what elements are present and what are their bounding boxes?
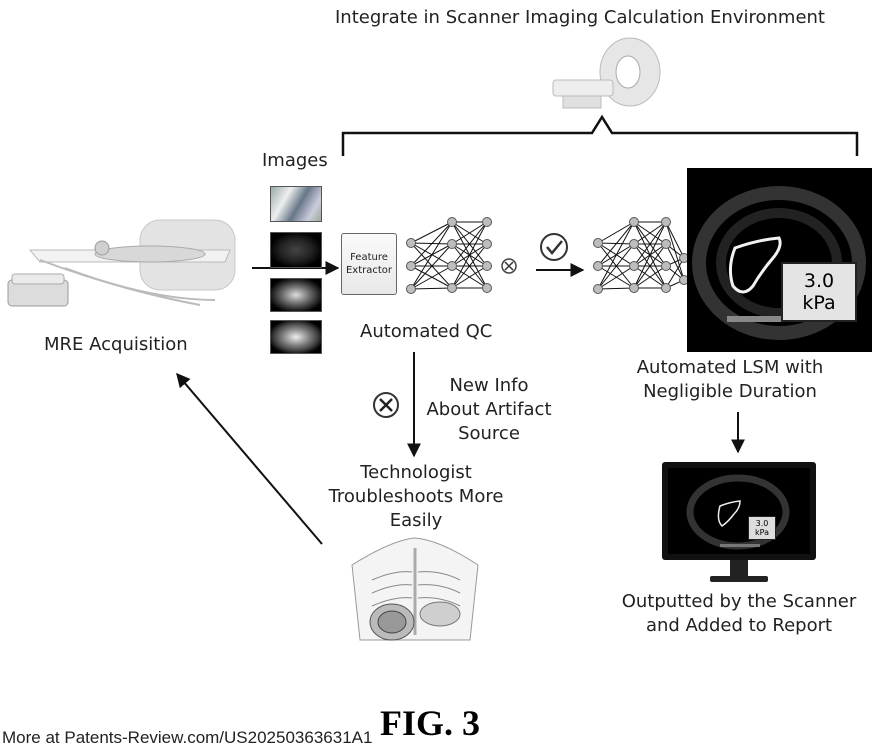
report-monitor: 3.0 kPa — [662, 462, 816, 560]
lsm-network-node — [629, 217, 639, 227]
lsm-network-edge — [665, 257, 685, 289]
qc-network-edge — [451, 265, 488, 289]
lsm-network-edge — [633, 265, 667, 289]
stiffness-unit: kPa — [802, 292, 836, 314]
check-icon — [540, 233, 568, 261]
qc-network-node — [447, 261, 457, 271]
feature-extractor-line2: Extractor — [345, 265, 393, 276]
monitor-stiffness-box: 3.0 kPa — [748, 516, 776, 540]
automated-lsm-label: Automated LSM with Negligible Duration — [612, 356, 848, 404]
qc-network-node — [447, 239, 457, 249]
lsm-network-edge — [597, 221, 635, 290]
monitor-stiffness-value: 3.0 — [755, 519, 769, 528]
qc-network-edge — [410, 221, 453, 267]
lsm-network-node — [629, 283, 639, 293]
lsm-network-edge — [597, 221, 635, 244]
scanner-bracket — [341, 114, 859, 156]
qc-network-node — [406, 261, 416, 271]
new-info-line3: Source — [458, 423, 520, 444]
new-info-line2: About Artifact — [426, 399, 552, 420]
qc-reject-node-icon — [501, 258, 517, 274]
image-thumbnail-3 — [270, 278, 322, 312]
figure-label: FIG. 3 — [380, 703, 481, 743]
output-label: Outputted by the Scanner and Added to Re… — [600, 590, 878, 638]
stiffness-value: 3.0 — [803, 270, 835, 292]
chest-body-icon — [351, 537, 479, 641]
images-label: Images — [262, 150, 328, 171]
qc-network-edge — [451, 221, 488, 289]
lsm-network-edge — [633, 221, 667, 245]
feature-extractor-box: Feature Extractor — [341, 233, 397, 295]
lsm-network-edge — [633, 243, 667, 289]
elastogram-graphic — [692, 186, 866, 340]
lsm-label-line1: Automated LSM with — [636, 357, 824, 378]
image-thumbnail-1 — [270, 186, 322, 222]
scanner-environment-title: Integrate in Scanner Imaging Calculation… — [335, 7, 825, 28]
monitor-screen: 3.0 kPa — [668, 468, 810, 554]
qc-network-edge — [410, 287, 453, 290]
lsm-network-node — [593, 284, 603, 294]
automated-qc-label: Automated QC — [360, 321, 493, 342]
lsm-network-edge — [597, 287, 635, 290]
new-info-line1: New Info — [449, 375, 529, 396]
lsm-network-edge — [633, 221, 667, 289]
qc-network-node — [447, 217, 457, 227]
image-thumbnail-4 — [270, 320, 322, 354]
qc-network-edge — [410, 265, 453, 290]
qc-network-node — [482, 261, 492, 271]
lsm-neural-network — [593, 217, 689, 294]
mre-acquisition-label: MRE Acquisition — [44, 334, 188, 355]
feature-extractor-line1: Feature — [350, 252, 388, 263]
output-line1: Outputted by the Scanner — [621, 591, 857, 612]
output-line2: and Added to Report — [645, 615, 833, 636]
qc-neural-network — [406, 217, 492, 294]
qc-network-edge — [410, 221, 453, 290]
lsm-network-node — [661, 217, 671, 227]
lsm-network-edge — [665, 221, 685, 259]
qc-network-edge — [451, 243, 488, 289]
stiffness-value-box: 3.0 kPa — [781, 262, 857, 322]
lsm-network-node — [661, 283, 671, 293]
lsm-elastogram-image — [687, 168, 872, 352]
lsm-network-node — [593, 261, 603, 271]
footer-source-link[interactable]: More at Patents-Review.com/US20250363631… — [2, 728, 373, 747]
qc-network-edge — [451, 221, 488, 267]
image-thumbnail-2 — [270, 232, 322, 268]
technologist-label: Technologist Troubleshoots More Easily — [306, 461, 526, 533]
qc-network-edge — [410, 243, 453, 290]
monitor-stiffness-unit: kPa — [755, 528, 769, 537]
lsm-network-node — [661, 261, 671, 271]
qc-network-edge — [451, 221, 488, 245]
reject-icon — [373, 392, 399, 418]
lsm-network-edge — [597, 221, 635, 267]
lsm-network-edge — [597, 243, 635, 290]
lsm-network-node — [593, 238, 603, 248]
lsm-network-node — [629, 239, 639, 249]
tech-line3: Easily — [389, 510, 443, 531]
qc-network-node — [447, 283, 457, 293]
mri-scanner-icon — [552, 37, 661, 109]
arrow-technologist-to-mre — [176, 372, 323, 545]
qc-network-node — [406, 284, 416, 294]
monitor-elastogram-graphic — [686, 474, 790, 550]
qc-network-node — [482, 283, 492, 293]
monitor-stand — [710, 560, 768, 582]
lsm-network-node — [629, 261, 639, 271]
tech-line1: Technologist — [360, 462, 472, 483]
mre-acquisition-icon — [7, 219, 236, 307]
lsm-network-edge — [633, 221, 667, 267]
qc-network-node — [482, 217, 492, 227]
tech-line2: Troubleshoots More — [328, 486, 504, 507]
new-info-label: New Info About Artifact Source — [416, 374, 562, 446]
lsm-network-edge — [597, 265, 635, 290]
qc-network-node — [406, 238, 416, 248]
qc-network-node — [482, 239, 492, 249]
lsm-network-node — [661, 239, 671, 249]
lsm-label-line2: Negligible Duration — [643, 381, 817, 402]
qc-network-edge — [410, 221, 453, 244]
